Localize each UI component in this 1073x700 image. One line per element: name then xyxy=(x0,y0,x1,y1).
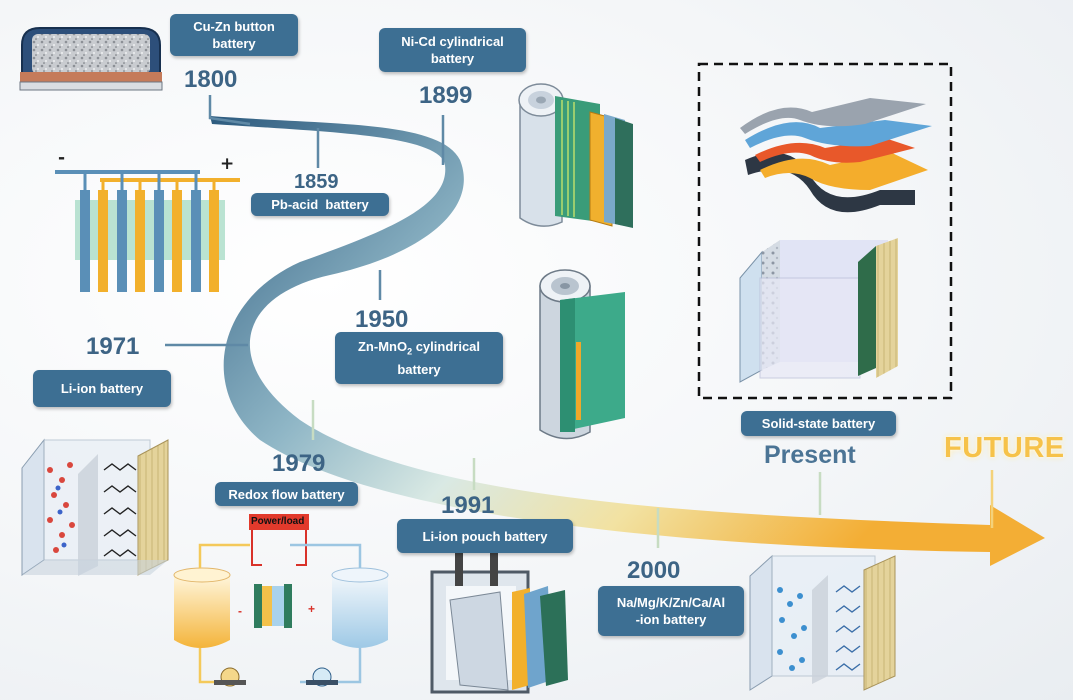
present-label: Present xyxy=(764,441,856,469)
year-1899: 1899 xyxy=(419,82,473,109)
lead-acid-plus-sign: + xyxy=(220,154,235,174)
year-1950: 1950 xyxy=(355,306,409,333)
timeline-arrow-body xyxy=(210,116,1045,566)
solid-state-cell-image xyxy=(739,238,898,383)
solid-state-dashed-frame xyxy=(697,62,953,400)
label-cu-zn-button-battery: Cu-Zn button battery xyxy=(170,14,298,56)
label-zn-mno2-cylindrical-battery: Zn-MnO2 cylindrical battery xyxy=(335,332,503,384)
solid-state-layers-image xyxy=(740,98,932,213)
label-li-ion-battery: Li-ion battery xyxy=(33,370,171,407)
label-ni-cd-cylindrical-battery: Ni-Cd cylindrical battery xyxy=(379,28,526,72)
label-multivalent-ion-battery: Na/Mg/K/Zn/Ca/Al -ion battery xyxy=(598,586,744,636)
tick-1800 xyxy=(208,95,251,126)
label-solid-state-battery: Solid-state battery xyxy=(741,411,896,436)
redox-plus-sign: + xyxy=(308,602,316,616)
year-1859: 1859 xyxy=(294,171,339,193)
power-load-box-label: Power/load xyxy=(251,516,305,527)
year-1971: 1971 xyxy=(86,333,140,360)
year-1991: 1991 xyxy=(441,492,495,519)
lead-acid-minus-sign: - xyxy=(58,148,66,168)
multivalent-label-line1: Na/Mg/K/Zn/Ca/Al xyxy=(616,595,726,610)
year-1979: 1979 xyxy=(272,450,326,477)
zn-mno2-label-line1: Zn-MnO2 cylindrical xyxy=(357,339,481,357)
label-redox-flow-battery: Redox flow battery xyxy=(215,482,358,506)
label-li-ion-pouch-battery: Li-ion pouch battery xyxy=(397,519,573,553)
future-label: FUTURE xyxy=(944,432,1065,464)
multivalent-label-line2: -ion battery xyxy=(635,612,707,627)
year-1800: 1800 xyxy=(184,66,238,93)
redox-minus-sign: - xyxy=(238,604,242,618)
label-pb-acid-battery: Pb-acid battery xyxy=(251,193,389,216)
zn-mno2-label-line2: battery xyxy=(397,361,441,377)
year-2000: 2000 xyxy=(627,557,681,584)
zn-mno2-subscript: 2 xyxy=(407,346,413,357)
